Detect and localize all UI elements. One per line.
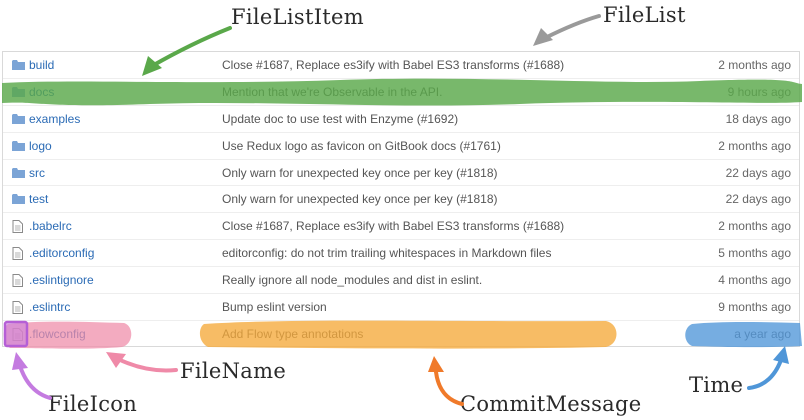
folder-icon bbox=[12, 113, 25, 125]
folder-icon bbox=[12, 86, 25, 98]
commit-time: 5 months ago bbox=[718, 246, 791, 261]
file-list-item[interactable]: src Only warn for unexpected key once per… bbox=[3, 160, 799, 187]
file-name[interactable]: build bbox=[29, 58, 55, 72]
file-list-arrow bbox=[533, 14, 601, 46]
file-list-item[interactable]: test Only warn for unexpected key once pe… bbox=[3, 186, 799, 214]
file-list-item-arrow bbox=[142, 26, 232, 76]
commit-message[interactable]: Update doc to use test with Enzyme (#169… bbox=[222, 111, 459, 126]
file-name[interactable]: src bbox=[29, 165, 45, 180]
file-name[interactable]: .babelrc bbox=[29, 219, 72, 234]
file-name[interactable]: examples bbox=[29, 111, 81, 126]
commit-time: 2 months ago bbox=[718, 219, 791, 234]
commit-message[interactable]: Really ignore all node_modules and dist … bbox=[222, 273, 483, 288]
commit-message[interactable]: editorconfig: do not trim trailing white… bbox=[222, 246, 552, 261]
file-icon bbox=[12, 301, 25, 315]
file-list-item[interactable]: docs Mention that we're Observable in the… bbox=[3, 79, 799, 106]
file-icon-arrow bbox=[12, 352, 52, 400]
commit-time: 9 months ago bbox=[718, 300, 791, 315]
file-list-item[interactable]: .eslintignore Really ignore all node_modu… bbox=[3, 267, 799, 295]
commit-message[interactable]: Close #1687, Replace es3ify with Babel E… bbox=[222, 58, 565, 72]
file-list-item[interactable]: examples Update doc to use test with Enzy… bbox=[3, 106, 799, 133]
file-icon bbox=[12, 274, 25, 288]
commit-time: 4 months ago bbox=[718, 273, 791, 288]
file-list-item[interactable]: build Close #1687, Replace es3ify with Ba… bbox=[3, 52, 799, 79]
commit-message-label: CommitMessage bbox=[460, 392, 642, 416]
commit-time: 22 days ago bbox=[725, 165, 791, 180]
file-list-item[interactable]: logo Use Redux logo as favicon on GitBook… bbox=[3, 133, 799, 160]
file-name[interactable]: .eslintignore bbox=[29, 273, 94, 288]
file-icon bbox=[12, 327, 25, 341]
file-list-item[interactable]: .flowconfig Add Flow type annotations a ye… bbox=[3, 321, 799, 348]
file-icon-label: FileIcon bbox=[48, 392, 138, 416]
file-list-item-label: FileListItem bbox=[231, 5, 364, 29]
folder-icon bbox=[12, 193, 25, 205]
time-arrow bbox=[747, 346, 789, 390]
commit-time: 18 days ago bbox=[725, 111, 791, 126]
file-list-item[interactable]: .editorconfig editorconfig: do not trim t… bbox=[3, 240, 799, 268]
file-icon bbox=[12, 220, 25, 234]
time-label: Time bbox=[689, 373, 744, 397]
commit-time: 2 months ago bbox=[718, 58, 791, 72]
commit-message-arrow bbox=[428, 356, 464, 406]
commit-time: a year ago bbox=[734, 326, 791, 341]
file-name[interactable]: .eslintrc bbox=[29, 300, 71, 315]
file-name-label: FileName bbox=[180, 359, 287, 383]
folder-icon bbox=[12, 59, 25, 71]
commit-message[interactable]: Only warn for unexpected key once per ke… bbox=[222, 192, 498, 207]
commit-message[interactable]: Only warn for unexpected key once per ke… bbox=[222, 165, 498, 180]
file-name[interactable]: logo bbox=[29, 138, 52, 153]
commit-message[interactable]: Add Flow type annotations bbox=[222, 326, 364, 341]
file-name[interactable]: docs bbox=[29, 84, 55, 99]
commit-time: 9 hours ago bbox=[727, 84, 791, 99]
commit-message[interactable]: Close #1687, Replace es3ify with Babel E… bbox=[222, 219, 565, 234]
commit-message[interactable]: Use Redux logo as favicon on GitBook doc… bbox=[222, 138, 501, 153]
folder-icon bbox=[12, 167, 25, 179]
file-name[interactable]: .editorconfig bbox=[29, 246, 95, 261]
file-name[interactable]: test bbox=[29, 192, 49, 207]
file-list-label: FileList bbox=[603, 3, 686, 27]
file-icon bbox=[12, 247, 25, 261]
file-name-arrow bbox=[106, 352, 178, 373]
commit-message[interactable]: Mention that we're Observable in the API… bbox=[222, 84, 443, 99]
file-list-item[interactable]: .babelrc Close #1687, Replace es3ify with… bbox=[3, 213, 799, 241]
commit-message[interactable]: Bump eslint version bbox=[222, 300, 327, 315]
commit-time: 2 months ago bbox=[718, 138, 791, 153]
file-name[interactable]: .flowconfig bbox=[29, 326, 86, 341]
folder-icon bbox=[12, 140, 25, 152]
commit-time: 22 days ago bbox=[725, 192, 791, 207]
file-list-item[interactable]: .eslintrc Bump eslint version 9 months ago bbox=[3, 294, 799, 321]
